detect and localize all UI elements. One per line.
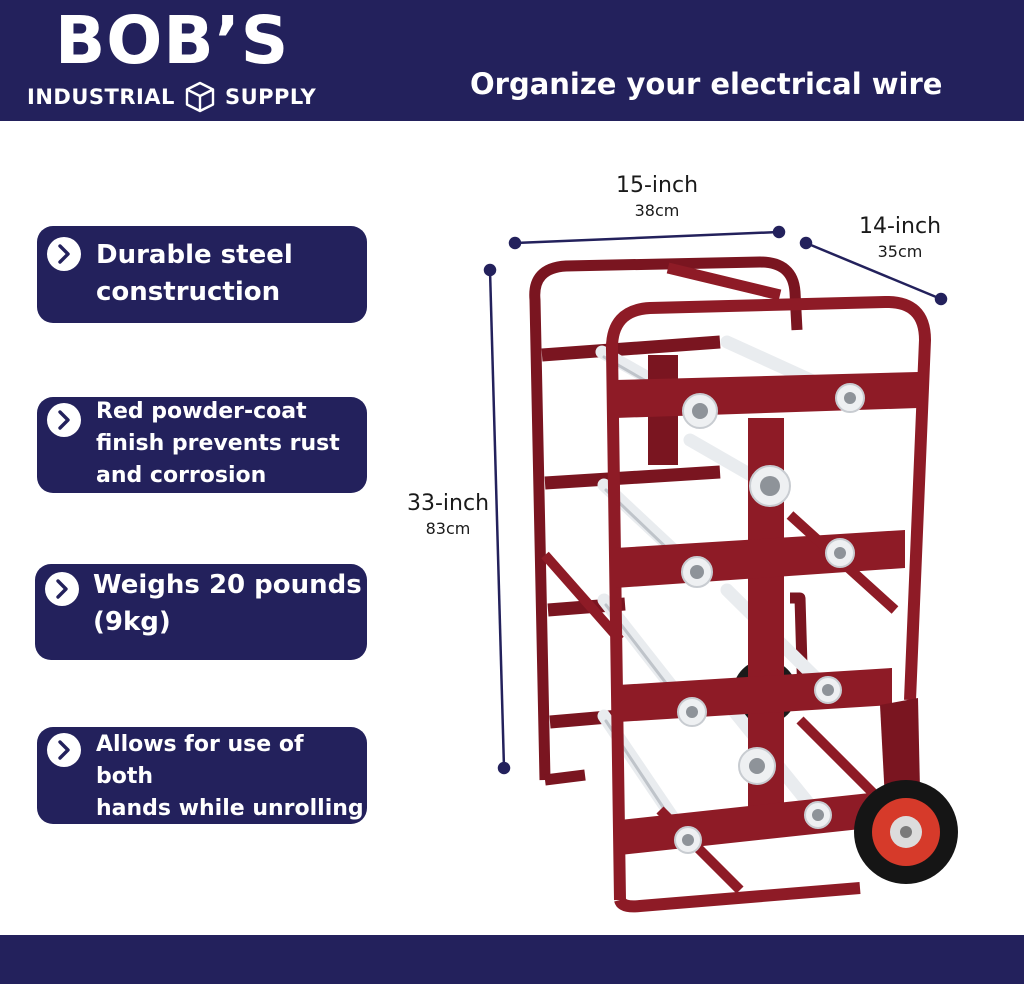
chevron-right-icon [47, 733, 81, 767]
feature-callout-weight: Weighs 20 pounds (9kg) [35, 564, 367, 660]
height-imperial: 33-inch [406, 491, 490, 516]
brand-logo-name: BOB’S [55, 2, 290, 79]
footer-banner [0, 935, 1024, 984]
brand-sub-right: SUPPLY [224, 85, 317, 109]
brand-logo-subtitle: INDUSTRIAL SUPPLY [27, 80, 316, 114]
front-wheel [854, 780, 958, 884]
feature-text: Allows for use of both hands while unrol… [96, 732, 364, 853]
feature-text: Red powder-coat finish prevents rust and… [96, 399, 340, 488]
chevron-right-icon [47, 403, 81, 437]
feature-callout-hands-free: Allows for use of both hands while unrol… [37, 727, 367, 853]
header-banner: BOB’S INDUSTRIAL SUPPLY Organize your el… [0, 0, 1024, 121]
height-metric: 83cm [425, 519, 471, 538]
tagline: Organize your electrical wire [470, 67, 943, 101]
chevron-right-icon [45, 572, 79, 606]
width-imperial: 15-inch [615, 173, 699, 198]
brand-sub-left: INDUSTRIAL [27, 85, 175, 109]
feature-callout-finish: Red powder-coat finish prevents rust and… [37, 397, 367, 493]
rod-end-caps [674, 383, 865, 854]
depth-metric: 35cm [877, 242, 923, 261]
depth-imperial: 14-inch [858, 214, 942, 239]
depth-dimension-label: 14-inch 35cm [840, 213, 960, 263]
width-metric: 38cm [634, 201, 680, 220]
feature-text: Weighs 20 pounds (9kg) [93, 570, 362, 637]
feature-text: Durable steel construction [96, 240, 293, 307]
width-dimension-label: 15-inch 38cm [592, 172, 722, 222]
height-dimension-label: 33-inch 83cm [398, 490, 498, 540]
box-icon [185, 81, 215, 113]
chevron-right-icon [47, 237, 81, 271]
feature-callout-steel: Durable steel construction [37, 226, 367, 323]
